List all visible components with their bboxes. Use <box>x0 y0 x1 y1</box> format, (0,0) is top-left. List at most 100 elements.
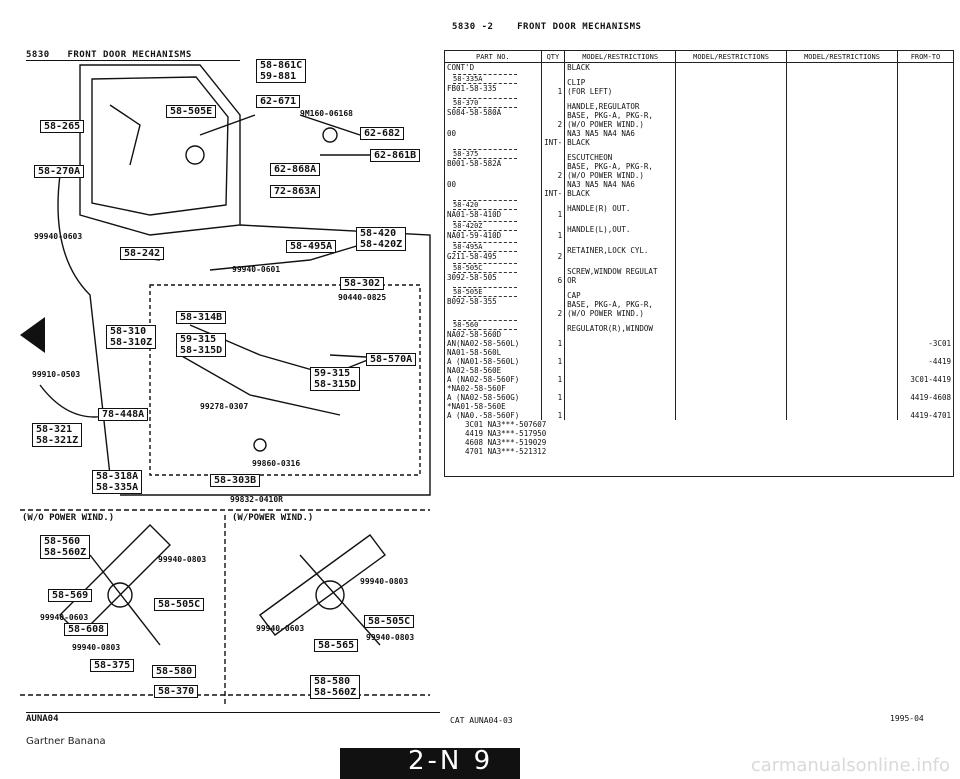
part-callout: 58-370 <box>154 685 199 698</box>
part-callout: 78-448A <box>98 408 149 421</box>
handle-pivot <box>253 438 267 452</box>
fastener-part-number: 99910-0503 <box>32 370 81 379</box>
qty-cell: 1 <box>540 219 566 240</box>
model-cell-2 <box>675 180 788 198</box>
model-cell-2 <box>675 240 788 261</box>
model-cell-2 <box>675 219 788 240</box>
window-regulator-knob <box>185 145 205 165</box>
model-cell-2 <box>675 62 788 72</box>
leader-2 <box>299 114 361 136</box>
ref-number: 58-505C <box>453 263 517 273</box>
part-callout: 62-861B <box>370 149 421 162</box>
description-cell <box>564 402 677 420</box>
part-cell: *NA02-58-560F A (NA02-58-560G) <box>444 384 542 402</box>
ref-number: 58-370 <box>453 98 517 108</box>
part-number: FB01-58-335 <box>447 84 497 93</box>
model-cell-2 <box>675 198 788 219</box>
qty-cell: 1 <box>540 72 566 96</box>
description-cell: ESCUTCHEON BASE, PKG-A, PKG-R, (W/O POWE… <box>564 147 677 180</box>
ref-number: 58-560 <box>453 320 517 330</box>
part-callout: 58-570A <box>366 353 417 366</box>
from-to-cell <box>896 147 955 180</box>
ref-number: 58-495A <box>453 242 517 252</box>
door-window-inner <box>91 76 229 216</box>
qty-cell <box>540 62 566 72</box>
part-number: B001-58-582A <box>447 159 502 168</box>
col-model-2: MODEL/RESTRICTIONS <box>675 50 788 63</box>
part-callout: 58-303B <box>210 474 261 487</box>
from-to-cell <box>896 72 955 96</box>
door-panel-outline <box>120 224 431 496</box>
part-number: 3092-58-505 <box>447 273 497 282</box>
part-number: S084-58-580A <box>447 108 502 117</box>
ref-number: 58-375 <box>453 149 517 159</box>
model-cell-2 <box>675 402 788 420</box>
leader-5 <box>329 354 367 358</box>
model-cell-2 <box>675 261 788 285</box>
brand-text: Gartner Banana <box>26 736 106 747</box>
description-cell: RETAINER,LOCK CYL. <box>564 240 677 261</box>
model-cell-2 <box>675 147 788 180</box>
part-number: NA01-58-560L A (NA01-58-560L) <box>447 348 520 366</box>
fastener-part-number: 9M160-06168 <box>300 109 353 118</box>
part-cell: *NA01-58-560E A (NA0.-58-560F) <box>444 402 542 420</box>
model-cell-2 <box>675 318 788 348</box>
part-callout: 58-270A <box>34 165 85 178</box>
from-to-cell <box>896 96 955 129</box>
left-header: 5830 FRONT DOOR MECHANISMS <box>26 50 192 60</box>
right-header: 5830 -2 FRONT DOOR MECHANISMS <box>452 22 641 32</box>
description-cell: SCREW,WINDOW REGULAT OR <box>564 261 677 285</box>
part-callout: 58-314B <box>176 311 227 324</box>
fastener-part-number: 99940-0603 <box>40 613 89 622</box>
qty-cell: 2 <box>540 285 566 318</box>
part-callout: 58-569 <box>48 589 93 602</box>
ref-number: 58-505E <box>453 287 517 297</box>
right-section-number: 5830 -2 <box>452 22 494 32</box>
left-footer-code: AUNA04 <box>26 714 59 724</box>
model-cell-3 <box>786 261 898 285</box>
qty-cell: 1 <box>540 318 566 348</box>
table-row: NA01-58-560L A (NA01-58-560L)1-4419 <box>444 348 955 366</box>
part-callout: 58-580 <box>152 665 197 678</box>
catalog-date: 1995-04 <box>890 714 924 723</box>
part-number: 00 <box>447 180 457 189</box>
door-check <box>109 104 141 166</box>
page-code: 2-N 9 <box>408 746 494 776</box>
model-cell-3 <box>786 366 898 384</box>
model-cell-3 <box>786 384 898 402</box>
mirror-mount <box>322 127 338 143</box>
qty-cell: 2 <box>540 96 566 129</box>
remote-rod <box>179 354 341 416</box>
fastener-part-number: 99940-0603 <box>256 624 305 633</box>
model-cell-3 <box>786 318 898 348</box>
description-cell: BLACK <box>564 62 677 72</box>
subhead-without-power: (W/O POWER WIND.) <box>22 513 115 523</box>
part-callout: 58-321 58-321Z <box>32 423 83 447</box>
fastener-part-number: 99940-0603 <box>34 232 83 241</box>
description-cell <box>564 366 677 384</box>
description-cell <box>564 384 677 402</box>
part-cell: NA02-58-560E A (NA02-58-560F) <box>444 366 542 384</box>
col-model-3: MODEL/RESTRICTIONS <box>786 50 898 63</box>
qty-cell: 2 <box>540 147 566 180</box>
qty-cell: 2 <box>540 240 566 261</box>
from-to-cell <box>896 285 955 318</box>
qty-cell: 1 <box>540 366 566 384</box>
description-cell: NA3 NA5 NA4 NA6 BLACK <box>564 180 677 198</box>
part-callout: 62-671 <box>256 95 301 108</box>
part-callout: 58-608 <box>64 623 109 636</box>
col-qty: QTY <box>540 50 566 63</box>
part-callout: 58-242 <box>120 247 165 260</box>
part-number: *NA01-58-560E A (NA0.-58-560F) <box>447 402 520 420</box>
from-to-cell <box>896 198 955 219</box>
